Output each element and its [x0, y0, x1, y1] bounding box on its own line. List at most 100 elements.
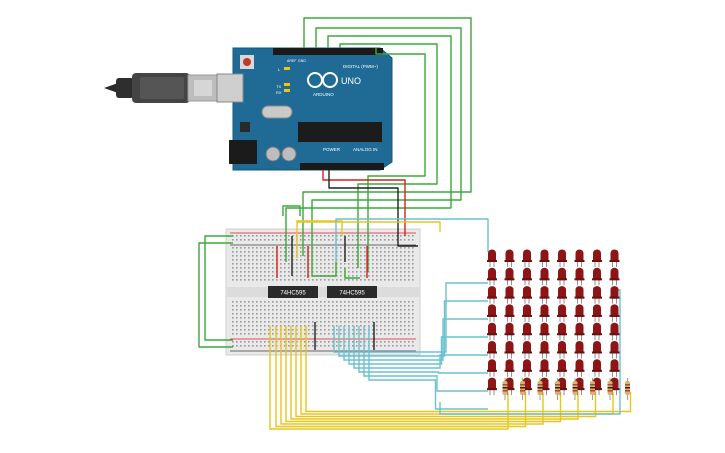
led[interactable]: [522, 286, 532, 304]
led[interactable]: [592, 341, 602, 359]
shift-register-2[interactable]: 74HC595: [327, 286, 377, 298]
led[interactable]: [504, 322, 515, 341]
wire-green-rail[interactable]: [198, 242, 233, 348]
shift-register-1[interactable]: 74HC595: [268, 286, 318, 298]
led[interactable]: [574, 341, 585, 359]
wire-blue-row[interactable]: [348, 326, 488, 365]
led[interactable]: [557, 267, 567, 286]
wire-green-chip[interactable]: [344, 268, 360, 279]
led[interactable]: [504, 267, 515, 286]
led[interactable]: [487, 304, 497, 322]
led[interactable]: [487, 249, 497, 268]
led[interactable]: [592, 322, 602, 341]
led[interactable]: [522, 304, 532, 322]
led[interactable]: [557, 359, 567, 377]
wire-green[interactable]: [367, 48, 426, 272]
wire-yellow-column[interactable]: [285, 326, 562, 423]
wire-yellow-column[interactable]: [295, 326, 597, 418]
led[interactable]: [592, 267, 602, 286]
wire-yellow-column[interactable]: [305, 326, 632, 413]
resistor[interactable]: [607, 378, 613, 400]
led[interactable]: [609, 359, 620, 377]
led[interactable]: [539, 322, 550, 341]
led[interactable]: [487, 322, 497, 341]
wire-green-rail[interactable]: [204, 235, 233, 341]
resistor[interactable]: [502, 378, 508, 400]
wire-blue-row[interactable]: [353, 326, 488, 369]
resistor[interactable]: [590, 378, 595, 400]
resistor[interactable]: [520, 378, 525, 400]
wire-blue-row[interactable]: [368, 326, 488, 410]
wire-blue-row[interactable]: [343, 318, 488, 361]
led[interactable]: [609, 322, 620, 341]
led[interactable]: [522, 359, 532, 377]
resistor[interactable]: [625, 378, 630, 400]
led[interactable]: [592, 286, 602, 304]
led[interactable]: [539, 286, 550, 304]
resistor[interactable]: [537, 378, 543, 400]
wire-green[interactable]: [339, 43, 438, 268]
wire-yellow[interactable]: [297, 221, 441, 232]
led[interactable]: [487, 341, 497, 359]
led[interactable]: [574, 267, 585, 286]
led[interactable]: [574, 286, 585, 304]
led[interactable]: [522, 341, 532, 359]
led[interactable]: [574, 304, 585, 322]
led[interactable]: [557, 322, 567, 341]
led[interactable]: [522, 267, 532, 286]
led[interactable]: [557, 304, 567, 322]
led[interactable]: [539, 341, 550, 359]
wire-black-gnd[interactable]: [328, 170, 418, 247]
wire-yellow-column[interactable]: [269, 326, 509, 430]
wire-green[interactable]: [282, 205, 301, 216]
wire-green[interactable]: [285, 35, 452, 262]
arduino-uno-board[interactable]: ARDUINO UNO DIGITAL (PWM~) POWER ANALOG …: [216, 47, 393, 171]
led[interactable]: [539, 267, 550, 286]
led[interactable]: [539, 359, 550, 377]
led[interactable]: [609, 341, 620, 359]
led[interactable]: [609, 267, 620, 286]
led[interactable]: [574, 249, 585, 268]
wire-blue[interactable]: [335, 218, 489, 262]
wire-blue-row[interactable]: [333, 282, 488, 353]
wire-green[interactable]: [311, 27, 462, 258]
wire-yellow-column[interactable]: [275, 326, 527, 428]
led[interactable]: [504, 249, 515, 268]
wire-blue-row[interactable]: [363, 326, 488, 392]
led[interactable]: [609, 286, 620, 304]
led[interactable]: [504, 304, 515, 322]
reset-button-cap[interactable]: [243, 58, 251, 66]
led[interactable]: [487, 286, 497, 304]
led[interactable]: [487, 359, 497, 377]
led[interactable]: [557, 286, 567, 304]
led[interactable]: [609, 304, 620, 322]
led[interactable]: [487, 267, 497, 286]
wire-yellow[interactable]: [296, 220, 343, 258]
resistor[interactable]: [555, 378, 560, 400]
wire-yellow-column[interactable]: [280, 326, 544, 425]
led[interactable]: [592, 304, 602, 322]
led[interactable]: [504, 359, 515, 377]
wire-blue-row[interactable]: [358, 326, 488, 374]
led[interactable]: [539, 249, 550, 268]
led[interactable]: [504, 286, 515, 304]
led[interactable]: [504, 341, 515, 359]
resistor[interactable]: [572, 378, 578, 400]
wire-blue-row[interactable]: [338, 300, 488, 357]
led[interactable]: [592, 249, 602, 268]
led[interactable]: [574, 322, 585, 341]
wire-green[interactable]: [302, 17, 472, 256]
led[interactable]: [557, 249, 567, 268]
led[interactable]: [539, 304, 550, 322]
led[interactable]: [522, 249, 532, 268]
led[interactable]: [557, 341, 567, 359]
led[interactable]: [609, 249, 620, 268]
led[interactable]: [574, 359, 585, 377]
breadboard[interactable]: [225, 228, 421, 356]
wire-red-5v[interactable]: [322, 170, 406, 236]
wire-green-chip[interactable]: [311, 258, 337, 277]
led[interactable]: [522, 322, 532, 341]
led[interactable]: [487, 377, 497, 396]
wire-yellow-column[interactable]: [290, 326, 579, 420]
led[interactable]: [592, 359, 602, 377]
